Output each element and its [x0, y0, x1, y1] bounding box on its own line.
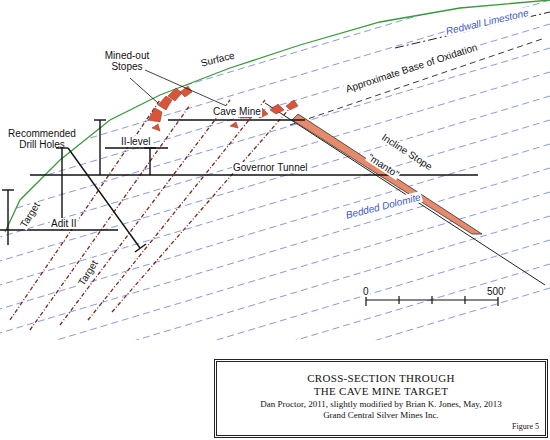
bedding-line: [0, 0, 550, 141]
drill-holes: [2, 120, 156, 252]
stopes: [148, 86, 298, 131]
bedding-line: [0, 48, 550, 213]
caption-text: Figure 5: [512, 422, 539, 432]
bedding-line: [0, 72, 550, 237]
label: Cave Mine: [212, 106, 262, 117]
bedding-line: [0, 264, 550, 429]
bedding-line: [0, 216, 550, 381]
caption-text: Grand Central Silver Mines Inc.: [223, 410, 539, 421]
title-box: CROSS-SECTION THROUGH THE CAVE MINE TARG…: [214, 359, 548, 438]
label: Surface: [199, 49, 237, 68]
workings: [0, 120, 478, 230]
label: Bedded Dolomite: [344, 191, 423, 221]
label: Adit II: [50, 218, 78, 229]
fault-line: [265, 103, 545, 285]
bedding-line: [0, 96, 550, 261]
title-text: CROSS-SECTION THROUGH THE CAVE MINE TARG…: [306, 372, 456, 398]
bedding-line: [0, 168, 550, 333]
oxidation-line: [290, 38, 545, 125]
bedding-line: [0, 24, 550, 189]
label: 0: [362, 286, 370, 297]
label: Governor Tunnel: [232, 162, 309, 173]
bedding-line: [0, 120, 550, 285]
label: Approximate Base of Oxidation: [343, 41, 479, 95]
label: Mined-out Stopes: [95, 50, 159, 72]
label: II-level: [120, 136, 151, 147]
label: Recommended Drill Holes: [2, 128, 82, 150]
label: Redwall Limestone: [444, 7, 531, 37]
caption-text: Dan Proctor, 2011, slightly modified by …: [223, 399, 539, 410]
label: 500': [486, 286, 507, 297]
bedding-line: [0, 0, 550, 165]
incline-stope: [292, 114, 482, 234]
bedding-line: [0, 288, 550, 440]
scale-bar: [366, 292, 498, 306]
bedding-line: [0, 192, 550, 357]
surface-line: [5, 0, 550, 232]
